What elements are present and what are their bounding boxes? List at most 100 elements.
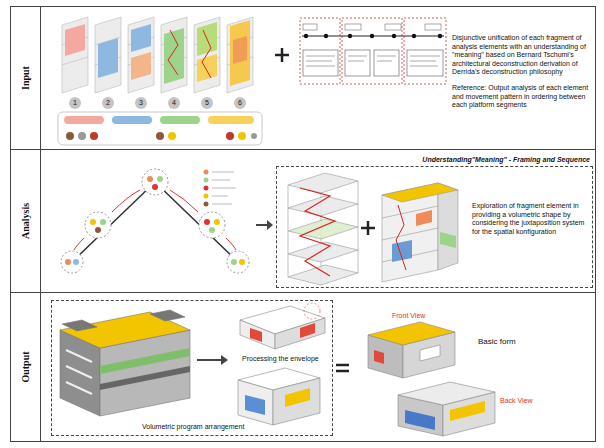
network-diagram xyxy=(227,251,249,273)
basic-form-back xyxy=(398,382,495,436)
plus-sign xyxy=(275,54,289,57)
flow-chart xyxy=(303,24,317,30)
movement-strip xyxy=(64,116,104,124)
movement-strip xyxy=(238,132,246,140)
flow-chart xyxy=(425,24,441,30)
movement-strip xyxy=(58,112,262,145)
envelope-model xyxy=(273,378,320,425)
equals-sign xyxy=(336,364,349,367)
basic-form-back xyxy=(405,410,435,430)
plus-sign xyxy=(361,227,375,230)
network-diagram xyxy=(170,190,198,212)
fragment-strip xyxy=(131,24,151,52)
movement-strip xyxy=(156,132,164,140)
envelope-model xyxy=(304,303,320,319)
section-band: Input xyxy=(10,6,596,150)
movement-strip xyxy=(112,116,152,124)
number-circle xyxy=(69,97,81,109)
arrow xyxy=(256,224,268,226)
fragment-strip xyxy=(62,57,88,65)
building-model xyxy=(382,183,458,202)
callout-number: 6 xyxy=(233,98,247,108)
arrow xyxy=(197,355,228,365)
fragment-strip xyxy=(128,17,154,93)
building-model xyxy=(416,210,432,226)
network-diagram xyxy=(204,219,210,225)
fragment-strip xyxy=(95,17,121,93)
callout-number: 2 xyxy=(101,98,115,108)
building-model xyxy=(382,183,458,282)
section-band: OutputVolumetric program arrangementProc… xyxy=(10,293,596,442)
view-label: Front View xyxy=(392,311,425,320)
envelope-model xyxy=(245,395,265,415)
network-diagram xyxy=(199,212,225,238)
movement-strip xyxy=(90,132,98,140)
fragment-strip xyxy=(194,17,220,93)
flow-chart xyxy=(342,18,402,84)
flow-chart xyxy=(370,34,374,38)
fragment-strip xyxy=(98,38,118,78)
flow-chart xyxy=(407,50,443,76)
flow-chart xyxy=(304,34,308,38)
equals-sign xyxy=(336,365,349,371)
network-diagram xyxy=(112,190,140,212)
fragment-strip xyxy=(168,30,178,75)
fragment-strip xyxy=(65,24,85,56)
volume-block xyxy=(100,366,190,390)
envelope-model xyxy=(300,323,315,338)
view-label: Back View xyxy=(500,396,533,405)
network-diagram xyxy=(61,251,83,273)
arrow xyxy=(221,355,228,365)
movement-strip xyxy=(168,132,176,140)
building-model xyxy=(440,232,456,248)
fragment-strip xyxy=(197,54,217,82)
arrow xyxy=(256,220,273,230)
volume-block xyxy=(150,310,185,321)
number-circle xyxy=(201,97,213,109)
flow-chart xyxy=(300,18,446,84)
plus-sign xyxy=(361,221,375,235)
network-diagram xyxy=(65,259,71,265)
envelope-model xyxy=(238,303,325,425)
building-model xyxy=(396,205,406,270)
network-diagram xyxy=(204,202,209,207)
volume-block xyxy=(60,310,190,416)
number-circle xyxy=(102,97,114,109)
basic-form-front xyxy=(368,322,455,345)
stacked-plates xyxy=(288,196,358,216)
network-diagram xyxy=(61,169,249,273)
network-diagram xyxy=(204,170,209,175)
movement-strip xyxy=(58,112,262,145)
section-band: AnalysisUnderstanding"Meaning" - Framing… xyxy=(10,150,596,293)
network-diagram xyxy=(239,259,245,265)
stacked-plates xyxy=(288,173,358,285)
flow-chart xyxy=(345,50,370,76)
movement-strip xyxy=(208,116,254,124)
flow-chart xyxy=(438,34,442,38)
description-text: Exploration of fragment element in provi… xyxy=(472,202,587,236)
stacked-plates xyxy=(288,173,358,193)
envelope-model xyxy=(240,320,275,349)
fragment-strip xyxy=(62,17,253,93)
flow-chart xyxy=(404,18,446,84)
flow-chart xyxy=(306,56,440,66)
envelope-model xyxy=(250,328,262,342)
movement-strip xyxy=(78,132,86,140)
callout-number: 3 xyxy=(134,98,148,108)
network-diagram xyxy=(85,212,111,238)
flow-chart xyxy=(300,18,340,84)
dashed-frame: Understanding"Meaning" - Framing and Seq… xyxy=(276,166,593,288)
network-diagram xyxy=(214,219,220,225)
flow-chart xyxy=(348,34,352,38)
caption: Volumetric program arrangement xyxy=(142,422,244,431)
dashed-frame: Volumetric program arrangementProcessing… xyxy=(51,300,333,436)
fragment-strip xyxy=(131,52,151,80)
callout-number: 5 xyxy=(200,98,214,108)
network-diagram xyxy=(209,227,215,233)
network-diagram xyxy=(147,176,153,182)
fragment-strip xyxy=(62,17,88,93)
note-text: Reference: Output analysis of each eleme… xyxy=(452,84,590,110)
fragment-strip xyxy=(227,17,253,93)
flow-chart xyxy=(324,34,328,38)
frame-heading: Understanding"Meaning" - Framing and Seq… xyxy=(422,155,590,164)
